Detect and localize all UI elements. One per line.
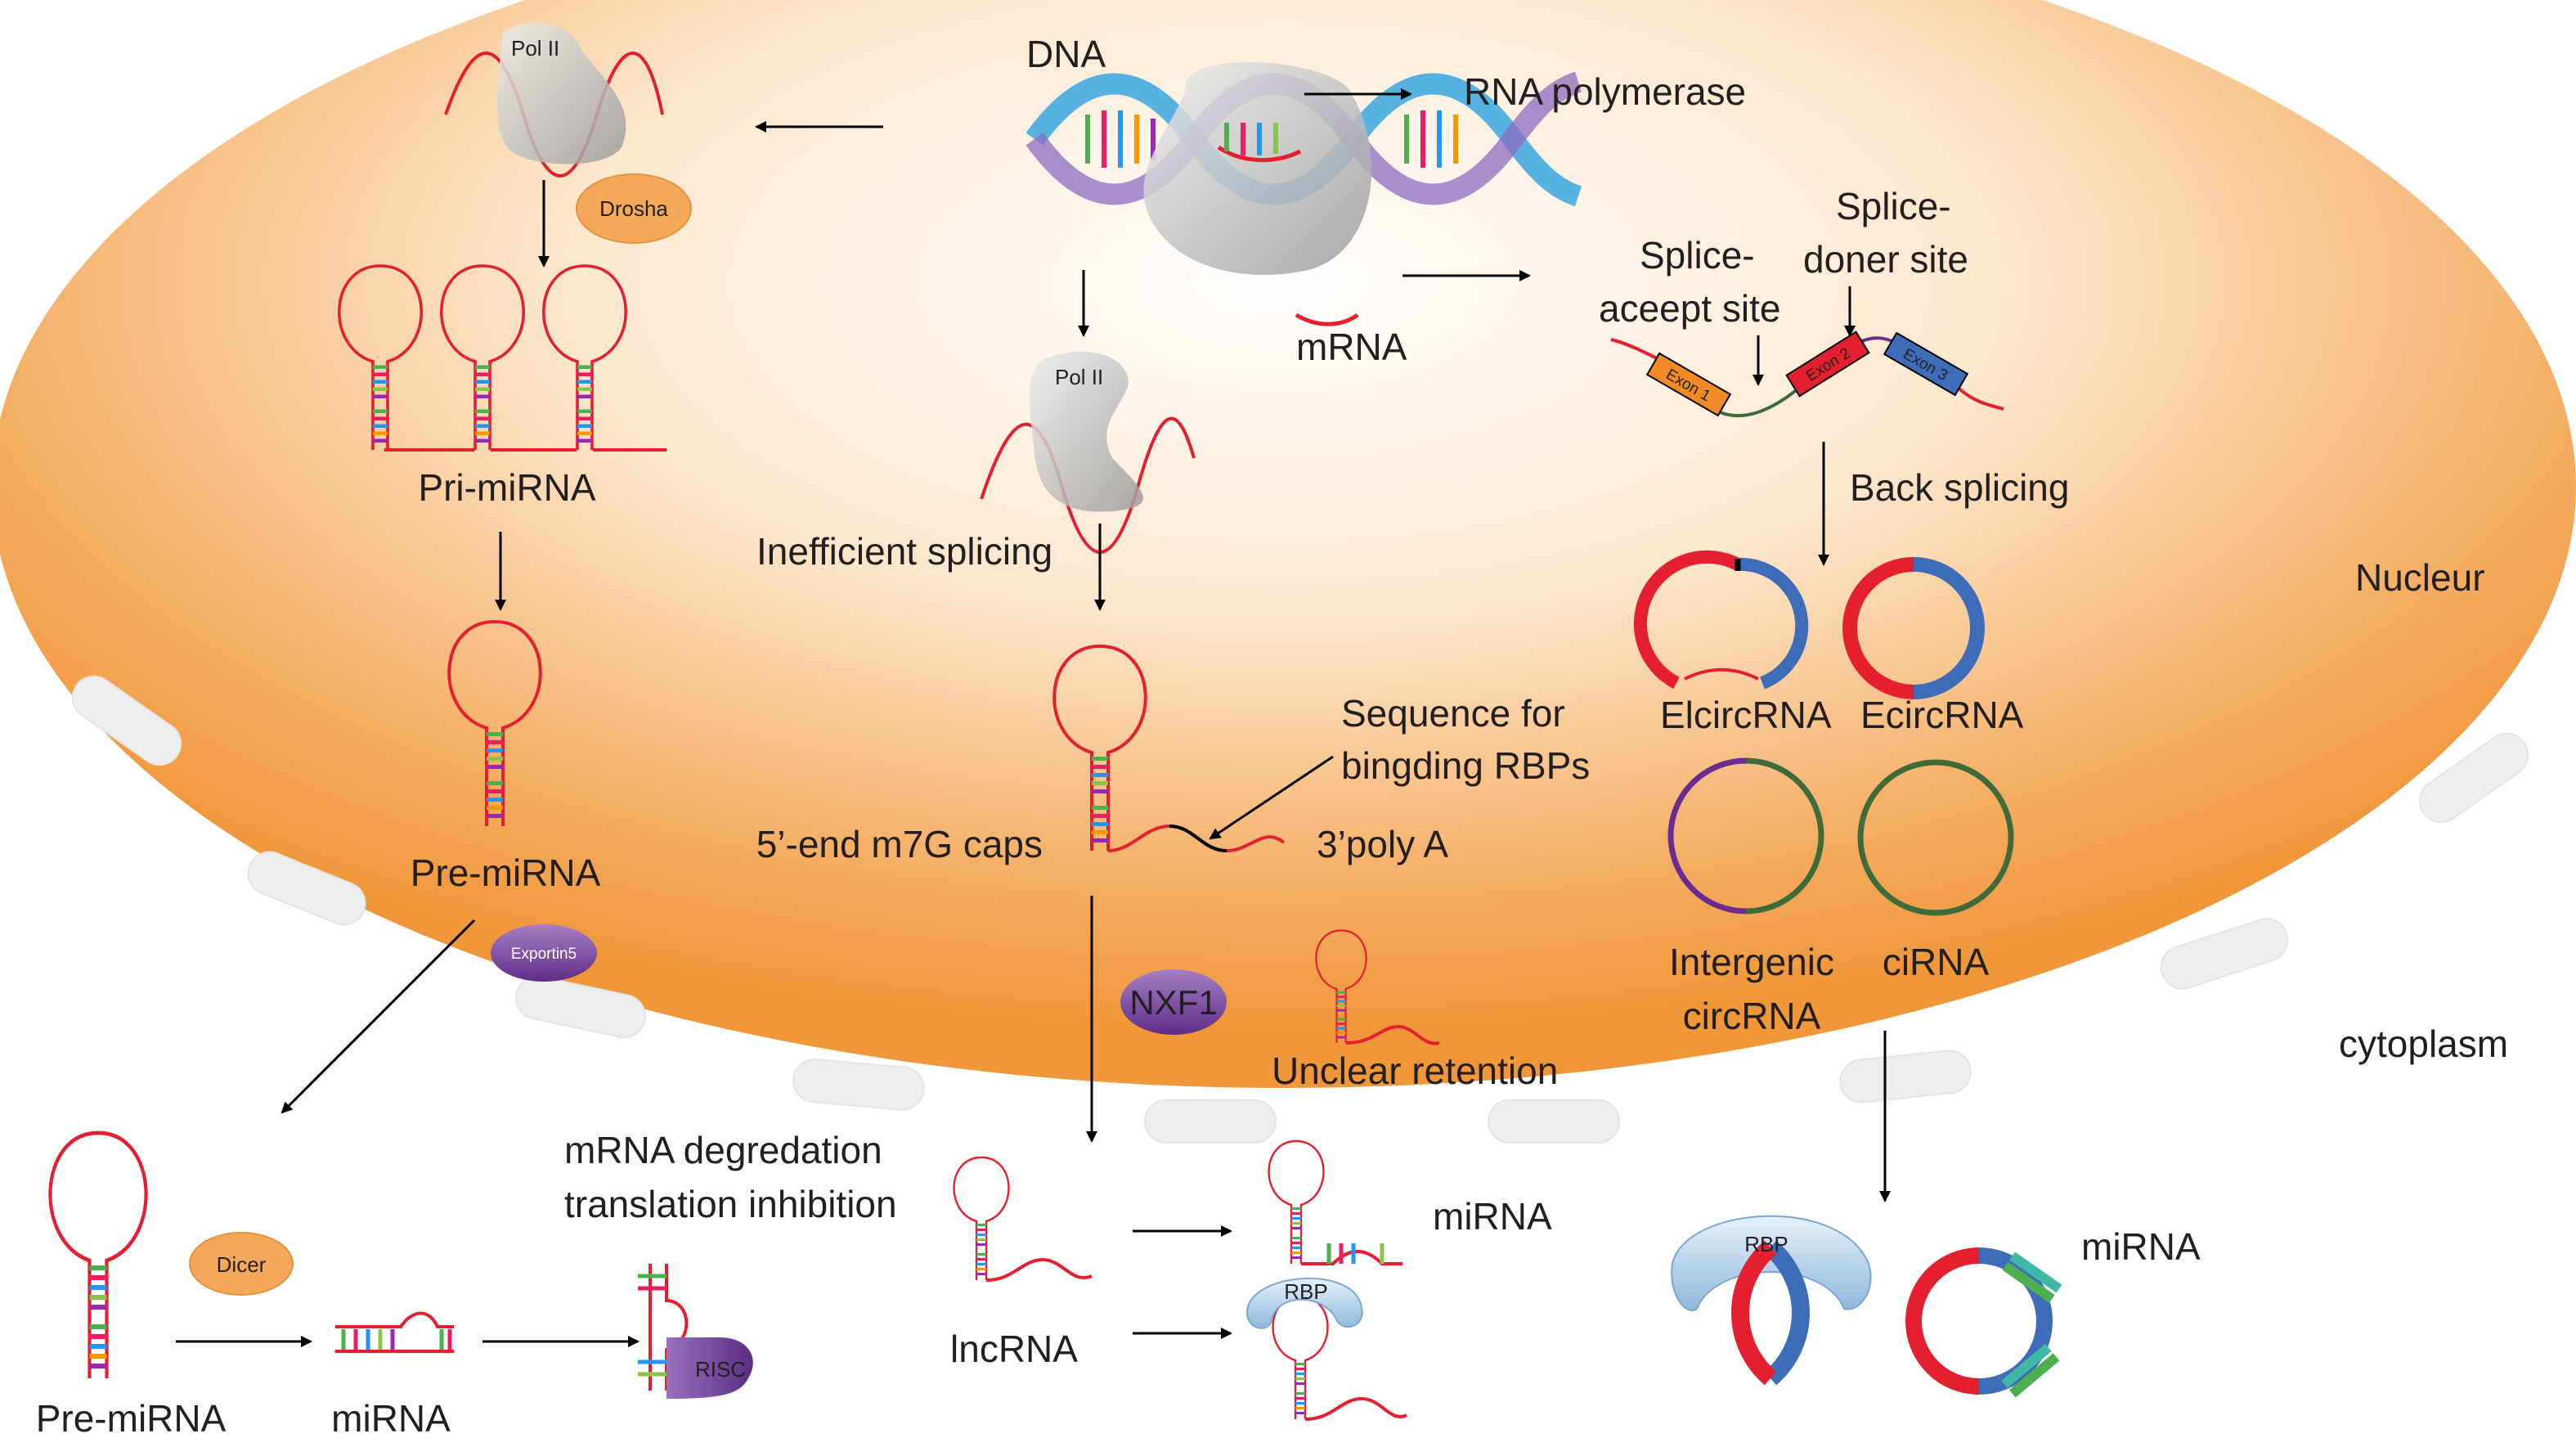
rbp-label-2: RBP bbox=[1744, 1232, 1788, 1256]
pre-mrna-exons bbox=[1610, 330, 2004, 417]
splice-donor-label-2: doner site bbox=[1803, 238, 1968, 281]
cirna-label: ciRNA bbox=[1883, 941, 1990, 983]
risc-label: RISC bbox=[695, 1357, 746, 1382]
rna-polymerase-label: RNA polymerase bbox=[1464, 70, 1746, 113]
pol2-mid-transcript bbox=[980, 416, 1196, 554]
mirna-duplex bbox=[335, 1311, 454, 1353]
circrna-rbp-structure bbox=[1671, 1215, 1872, 1386]
pol2-top-label: Pol II bbox=[511, 36, 559, 61]
intergenic-label-2: circRNA bbox=[1683, 995, 1821, 1037]
cap-label: 5’-end m7G caps bbox=[756, 823, 1043, 865]
nxf1-label: NXF1 bbox=[1129, 983, 1217, 1022]
elcircrna-label: ElcircRNA bbox=[1660, 694, 1832, 736]
rbp-label-1: RBP bbox=[1284, 1279, 1327, 1304]
mirna-cyto-label: miRNA bbox=[331, 1397, 451, 1440]
splice-donor-label-1: Splice- bbox=[1836, 185, 1951, 227]
lncrna-rbp-structure bbox=[1245, 1278, 1407, 1421]
exportin-label: Exportin5 bbox=[511, 946, 577, 963]
pre-mirna-label: Pre-miRNA bbox=[411, 852, 601, 894]
circrna-mirna-sponge bbox=[1905, 1247, 2062, 1398]
unclear-retention-structure bbox=[1315, 929, 1440, 1045]
dicer-label: Dicer bbox=[217, 1252, 267, 1277]
inefficient-splicing-label: Inefficient splicing bbox=[756, 530, 1052, 573]
cirna-shape bbox=[1857, 759, 2014, 916]
pol2-top-transcript bbox=[444, 52, 664, 178]
splice-accept-label-2: aceept site bbox=[1599, 287, 1780, 330]
dna-label: DNA bbox=[1026, 33, 1106, 75]
nucleus-label: Nucleur bbox=[2355, 556, 2485, 599]
unclear-retention-label: Unclear retention bbox=[1272, 1049, 1558, 1092]
polya-label: 3’poly A bbox=[1317, 823, 1448, 865]
nucleus-body bbox=[0, 0, 2576, 1088]
elcircrna-shape bbox=[1633, 550, 1809, 690]
degradation-label-1: mRNA degredation bbox=[564, 1129, 882, 1171]
ecircrna-label: EcircRNA bbox=[1860, 694, 2024, 736]
pol2-top-shape bbox=[497, 23, 626, 164]
pri-mirna-structure bbox=[337, 264, 666, 452]
drosha-shape bbox=[576, 173, 692, 244]
seq-rbp-label-1: Sequence for bbox=[1341, 692, 1565, 735]
pri-mirna-label: Pri-miRNA bbox=[418, 466, 596, 509]
pre-mirna-cytoplasm bbox=[50, 1133, 146, 1378]
pol2-mid-shape bbox=[1029, 352, 1143, 512]
seq-rbp-label-2: bingding RBPs bbox=[1341, 744, 1590, 787]
pre-mirna-cyto-label: Pre-miRNA bbox=[36, 1397, 227, 1440]
mirna-circ-label: miRNA bbox=[2081, 1225, 2201, 1268]
drosha-label: Drosha bbox=[599, 196, 668, 221]
lncrna-cyto-structure bbox=[953, 1156, 1093, 1282]
exportin-shape bbox=[491, 924, 597, 982]
lncrna-mirna-structure bbox=[1268, 1139, 1402, 1265]
back-splicing-label: Back splicing bbox=[1850, 466, 2069, 509]
risc-complex bbox=[638, 1264, 753, 1399]
rna-polymerase-shape bbox=[1143, 62, 1372, 276]
mrna-fragment bbox=[1295, 312, 1359, 326]
lncrna-nucleus-structure bbox=[1052, 645, 1286, 853]
mirna-right-label: miRNA bbox=[1433, 1195, 1552, 1238]
lncrna-label: lncRNA bbox=[950, 1328, 1078, 1370]
pol2-mid-label: Pol II bbox=[1055, 365, 1103, 389]
mrna-label: mRNA bbox=[1296, 326, 1407, 368]
cytoplasm-label: cytoplasm bbox=[2339, 1022, 2508, 1065]
nxf1-shape bbox=[1120, 969, 1227, 1035]
transcript-strand bbox=[1217, 145, 1302, 163]
intergenic-circrna-shape bbox=[1667, 757, 1824, 914]
ecircrna-shape bbox=[1842, 557, 1985, 699]
degradation-label-2: translation inhibition bbox=[564, 1183, 897, 1225]
intergenic-label-1: Intergenic bbox=[1669, 941, 1834, 983]
nuclear-pores bbox=[71, 675, 2529, 1144]
dicer-shape bbox=[189, 1232, 294, 1296]
splice-accept-label-1: Splice- bbox=[1640, 234, 1755, 276]
